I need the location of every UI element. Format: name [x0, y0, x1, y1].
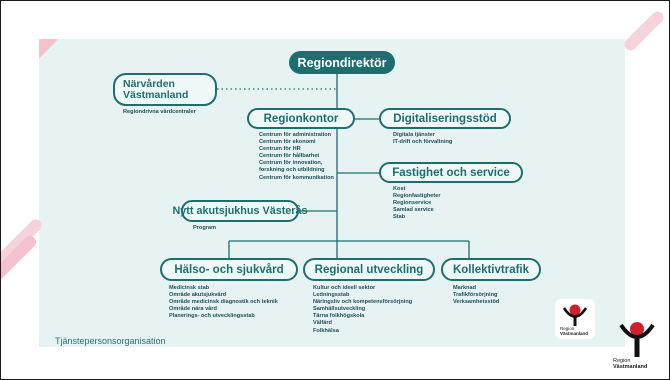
list-item: Centrum för innovation, [259, 160, 323, 167]
regionkontor-items: Centrum för administration Centrum för e… [259, 132, 334, 182]
list-item: Centrum för hållbarhet [259, 153, 320, 160]
halso-items: Medicinsk stab Område akutsjukvård Områd… [169, 285, 278, 320]
list-item: Regionfastigheter [393, 193, 441, 200]
node-title: Fastighet och service [392, 166, 510, 179]
list-item: Område akutsjukvård [169, 292, 227, 299]
list-item: Medicinsk stab [169, 285, 210, 291]
list-item: Trafikförsörjning [453, 292, 498, 299]
region-vastmanland-logo-large: Region Västmanland [609, 317, 665, 373]
node-kollektivtrafik: Kollektivtrafik [441, 258, 541, 281]
list-item: Stab [393, 214, 406, 221]
narvarden-subtitle: Regiondrivna vårdcentraler [123, 109, 196, 115]
list-item: Program [193, 225, 217, 231]
regional-items: Kultur och ideell sektor Ledningsstab Nä… [313, 285, 412, 335]
list-item: IT-drift och förvaltning [393, 139, 453, 146]
list-item: Verksamhetsstöd [453, 299, 500, 306]
kollektiv-items: Marknad Trafikförsörjning Verksamhetsstö… [453, 285, 499, 306]
list-item: Ledningsstab [313, 292, 350, 299]
node-title: Regiondirektör [297, 55, 387, 70]
node-digitaliseringsstod: Digitaliseringsstöd [379, 108, 511, 129]
region-vastmanland-logo: Region Västmanland [555, 299, 595, 339]
node-regionkontor: Regionkontor [247, 108, 355, 129]
org-chart-slide: Regiondirektör Närvården Västmanland Reg… [39, 39, 625, 347]
list-item: Digitala tjänster [393, 132, 435, 138]
list-item: Samlad service [393, 207, 434, 214]
node-title: Kollektivtrafik [452, 263, 530, 276]
list-item: Kost [393, 186, 406, 192]
region-logo-icon [619, 322, 655, 357]
region-logo-icon [562, 304, 588, 326]
node-title: Regional utveckling [314, 263, 424, 276]
decor-stripe [622, 9, 666, 53]
list-item: Centrum för ekonomi [259, 139, 316, 146]
node-narvarden: Närvården Västmanland [113, 73, 217, 106]
node-title: Nytt akutsjukhus Västerås [172, 205, 308, 217]
list-item: Näringsliv och kompetensförsörjning [313, 299, 413, 306]
list-item: Centrum för kommunikation [259, 174, 334, 181]
list-item: Centrum för HR [259, 146, 301, 153]
node-halso-och-sjukvard: Hälso- och sjukvård [160, 258, 298, 281]
slide-footer-label: Tjänstepersonsorganisation [55, 336, 166, 346]
digitalisering-items: Digitala tjänster IT-drift och förvaltni… [393, 132, 452, 146]
logo-wordmark: Region Västmanland [560, 326, 589, 336]
list-item: Område nära vård [169, 306, 217, 313]
akutsjukhus-items: Program [193, 225, 216, 232]
list-item: Regionservice [393, 200, 432, 207]
node-title: Digitaliseringsstöd [393, 112, 497, 125]
list-item: Område medicinsk diagnostik och teknik [169, 299, 278, 306]
logo-wordmark: Region Västmanland [613, 358, 648, 370]
node-title-line1: Närvården [123, 77, 175, 90]
node-regional-utveckling: Regional utveckling [303, 258, 435, 281]
list-item: Marknad [453, 285, 477, 291]
node-regiondirektor: Regiondirektör [289, 51, 395, 74]
node-title-line2: Västmanland [123, 88, 189, 101]
list-item: Planerings- och utvecklingsstab [169, 313, 255, 320]
list-item: Välfärd [313, 320, 332, 327]
fastighet-items: Kost Regionfastigheter Regionservice Sam… [393, 186, 441, 221]
list-item: Centrum för administration [259, 132, 332, 138]
list-item: Samhällsutveckling [313, 306, 366, 313]
list-item: Kultur och ideell sektor [313, 285, 376, 291]
node-nytt-akutsjukhus: Nytt akutsjukhus Västerås [173, 200, 308, 222]
node-title: Regionkontor [263, 112, 339, 125]
list-item: Tärna folkhögskola [313, 313, 365, 320]
list-item: forskning och utbildning [259, 167, 325, 174]
node-fastighet-och-service: Fastighet och service [379, 162, 523, 183]
node-title: Hälso- och sjukvård [174, 263, 284, 276]
list-item: Folkhälsa [313, 327, 339, 334]
